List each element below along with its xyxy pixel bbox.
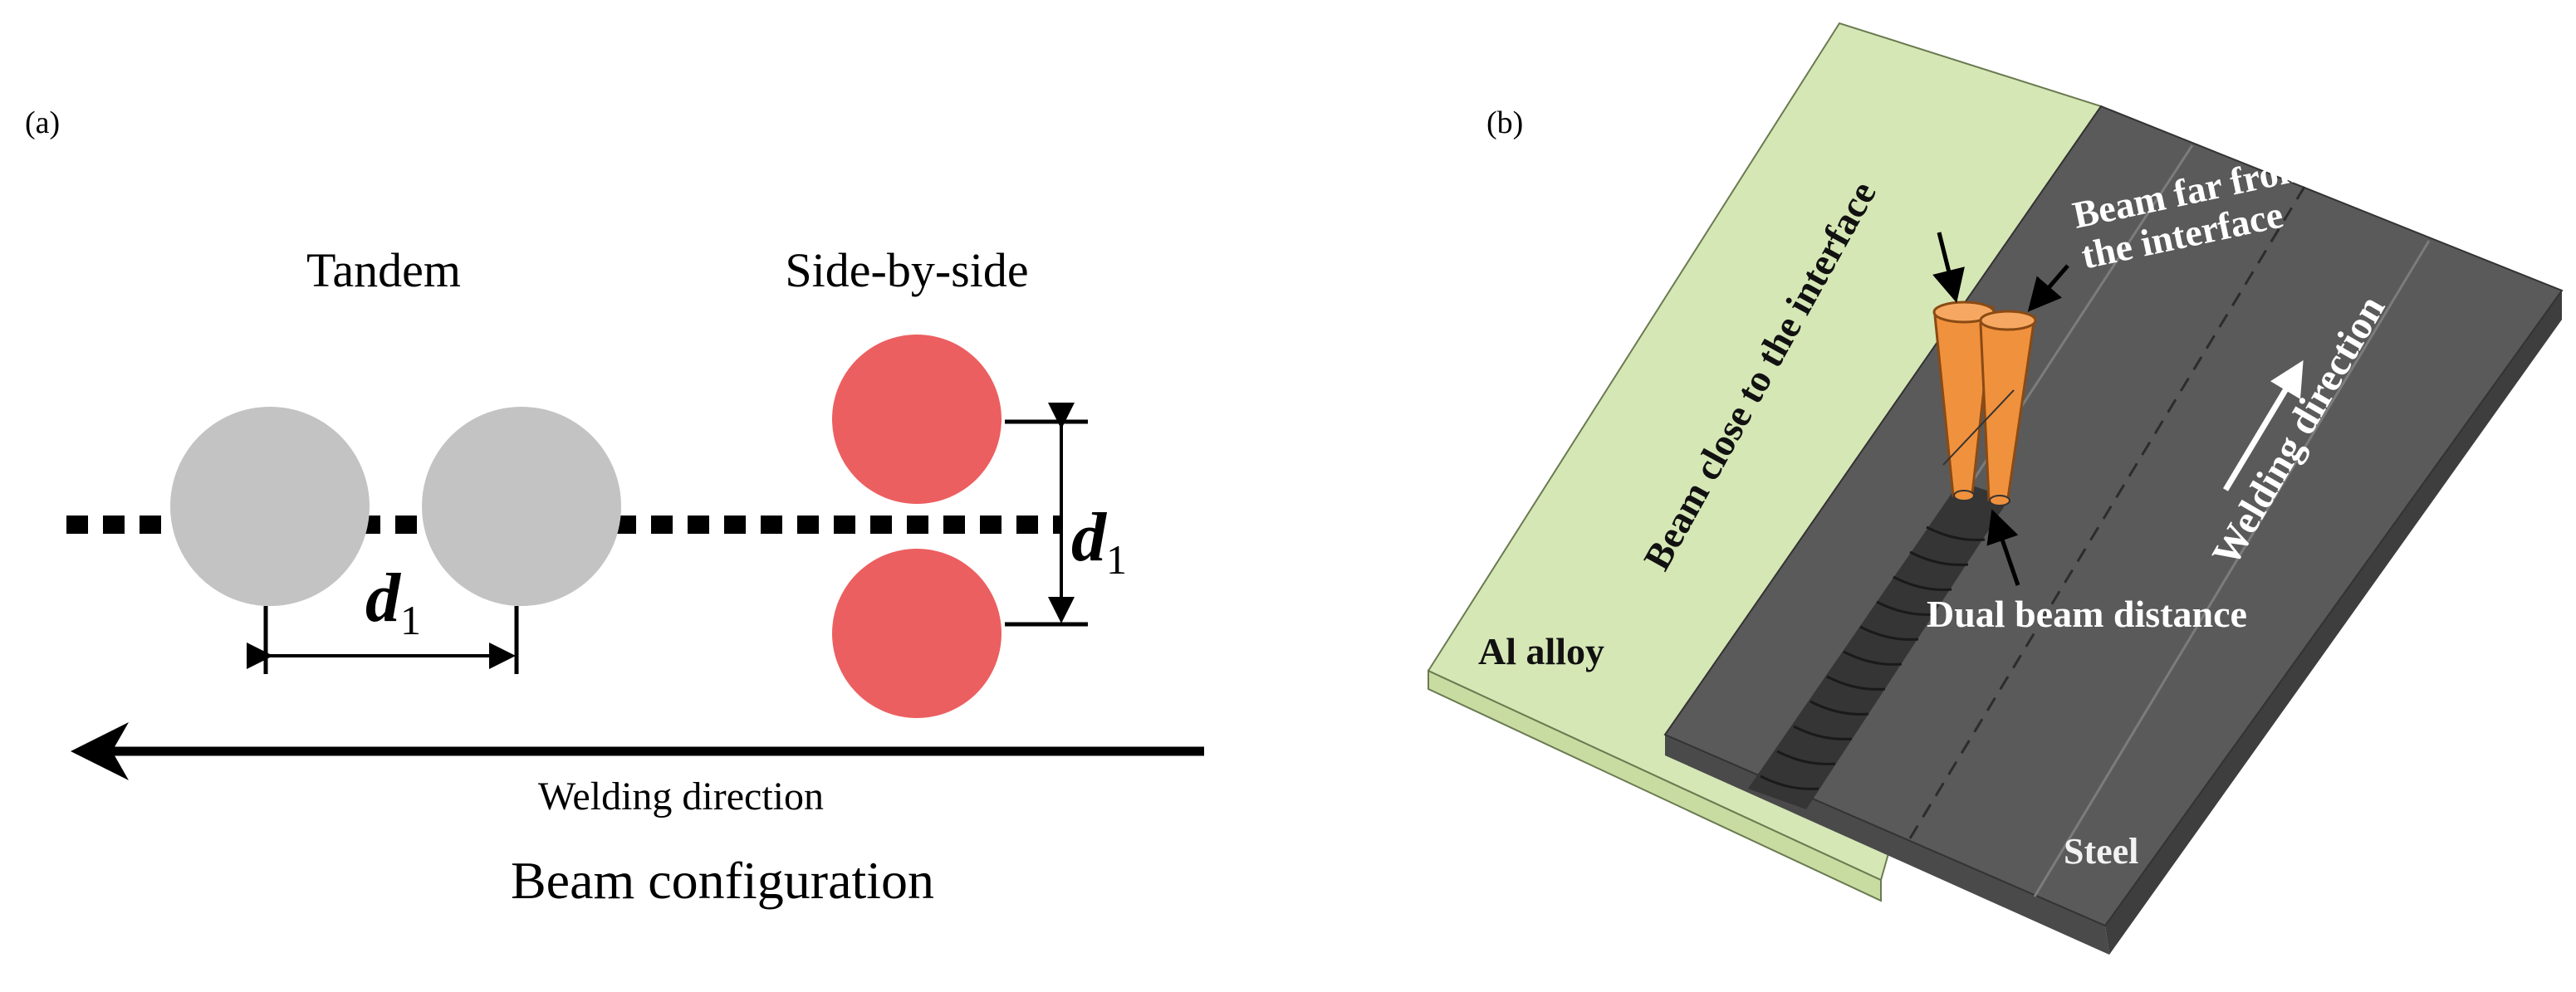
- laser-beam-center-line: [1942, 389, 2015, 466]
- laser-beam-far-top: [1979, 310, 2037, 331]
- beam-far-pointer: [2027, 264, 2069, 312]
- side-beam-top: [832, 335, 1002, 504]
- side-beam-bottom: [832, 549, 1002, 718]
- steel-label: Steel: [2064, 831, 2138, 872]
- tandem-title: Tandem: [306, 243, 461, 297]
- steel-plate-side: [2105, 291, 2562, 955]
- beam-spot-far: [1989, 495, 2010, 506]
- welding-direction-arrowhead: [71, 722, 129, 780]
- panel-b: (b): [1427, 22, 2564, 955]
- side-by-side-title: Side-by-side: [785, 243, 1028, 297]
- steel-line-2: [1908, 186, 2306, 839]
- panel-b-label: (b): [1486, 105, 1523, 140]
- welding-direction-arrow-b: [2222, 359, 2304, 491]
- panel-a: (a) Tandem Side-by-side d1 d1 Welding di…: [25, 105, 1204, 910]
- beam-close-pointer: [1932, 232, 1965, 303]
- dual-beam-distance-label: Dual beam distance: [1927, 593, 2247, 635]
- beam-spot-close: [1953, 490, 1975, 501]
- tandem-beam-right: [422, 407, 621, 606]
- steel-line-3: [2033, 240, 2431, 897]
- al-alloy-label: Al alloy: [1478, 630, 1604, 672]
- side-distance-label: d1: [1071, 499, 1127, 583]
- weld-bead-ripples: [1760, 525, 1986, 790]
- tandem-distance-label: d1: [365, 560, 421, 643]
- dual-beam-distance-pointer: [1986, 509, 2020, 586]
- tandem-beam-left: [170, 407, 370, 606]
- beam-configuration-caption: Beam configuration: [511, 851, 934, 910]
- welding-direction-label-a: Welding direction: [538, 775, 824, 819]
- panel-a-label: (a): [25, 105, 60, 140]
